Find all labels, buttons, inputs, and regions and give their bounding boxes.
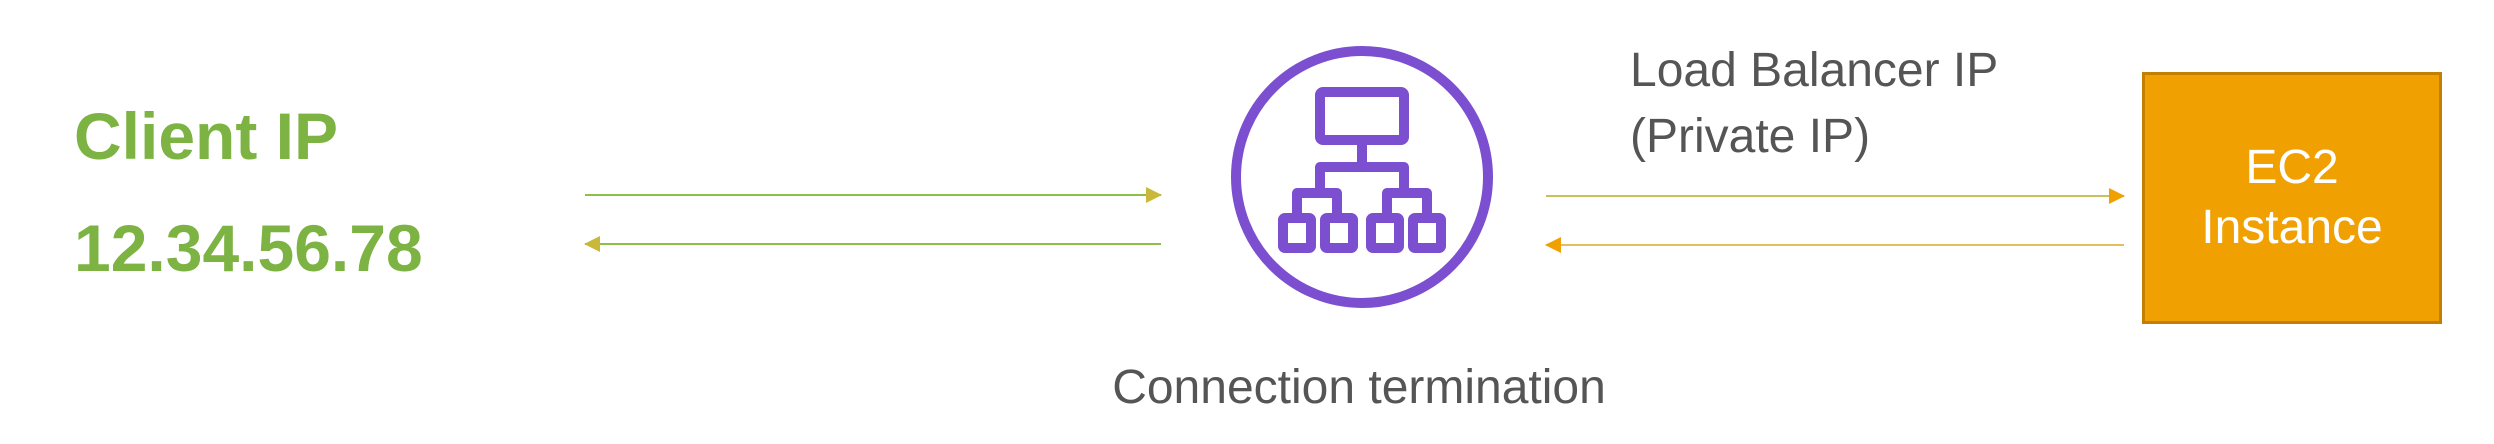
client-ip-title: Client IP — [74, 99, 339, 173]
load-balancer-ip-text: Load Balancer IP — [1630, 44, 1999, 97]
load-balancer-ip-label: Load Balancer IP (Private IP) — [1630, 38, 1998, 170]
ec2-label-line1: EC2 — [2245, 141, 2339, 194]
private-ip-text: (Private IP) — [1630, 110, 1871, 163]
client-ip-address: 12.34.56.78 — [74, 211, 423, 285]
connection-termination-caption: Connection termination — [1112, 361, 1606, 414]
ec2-instance-box: EC2 Instance — [2142, 72, 2442, 324]
ec2-label-line2: Instance — [2201, 201, 2383, 254]
load-balancer-icon — [1231, 46, 1493, 308]
